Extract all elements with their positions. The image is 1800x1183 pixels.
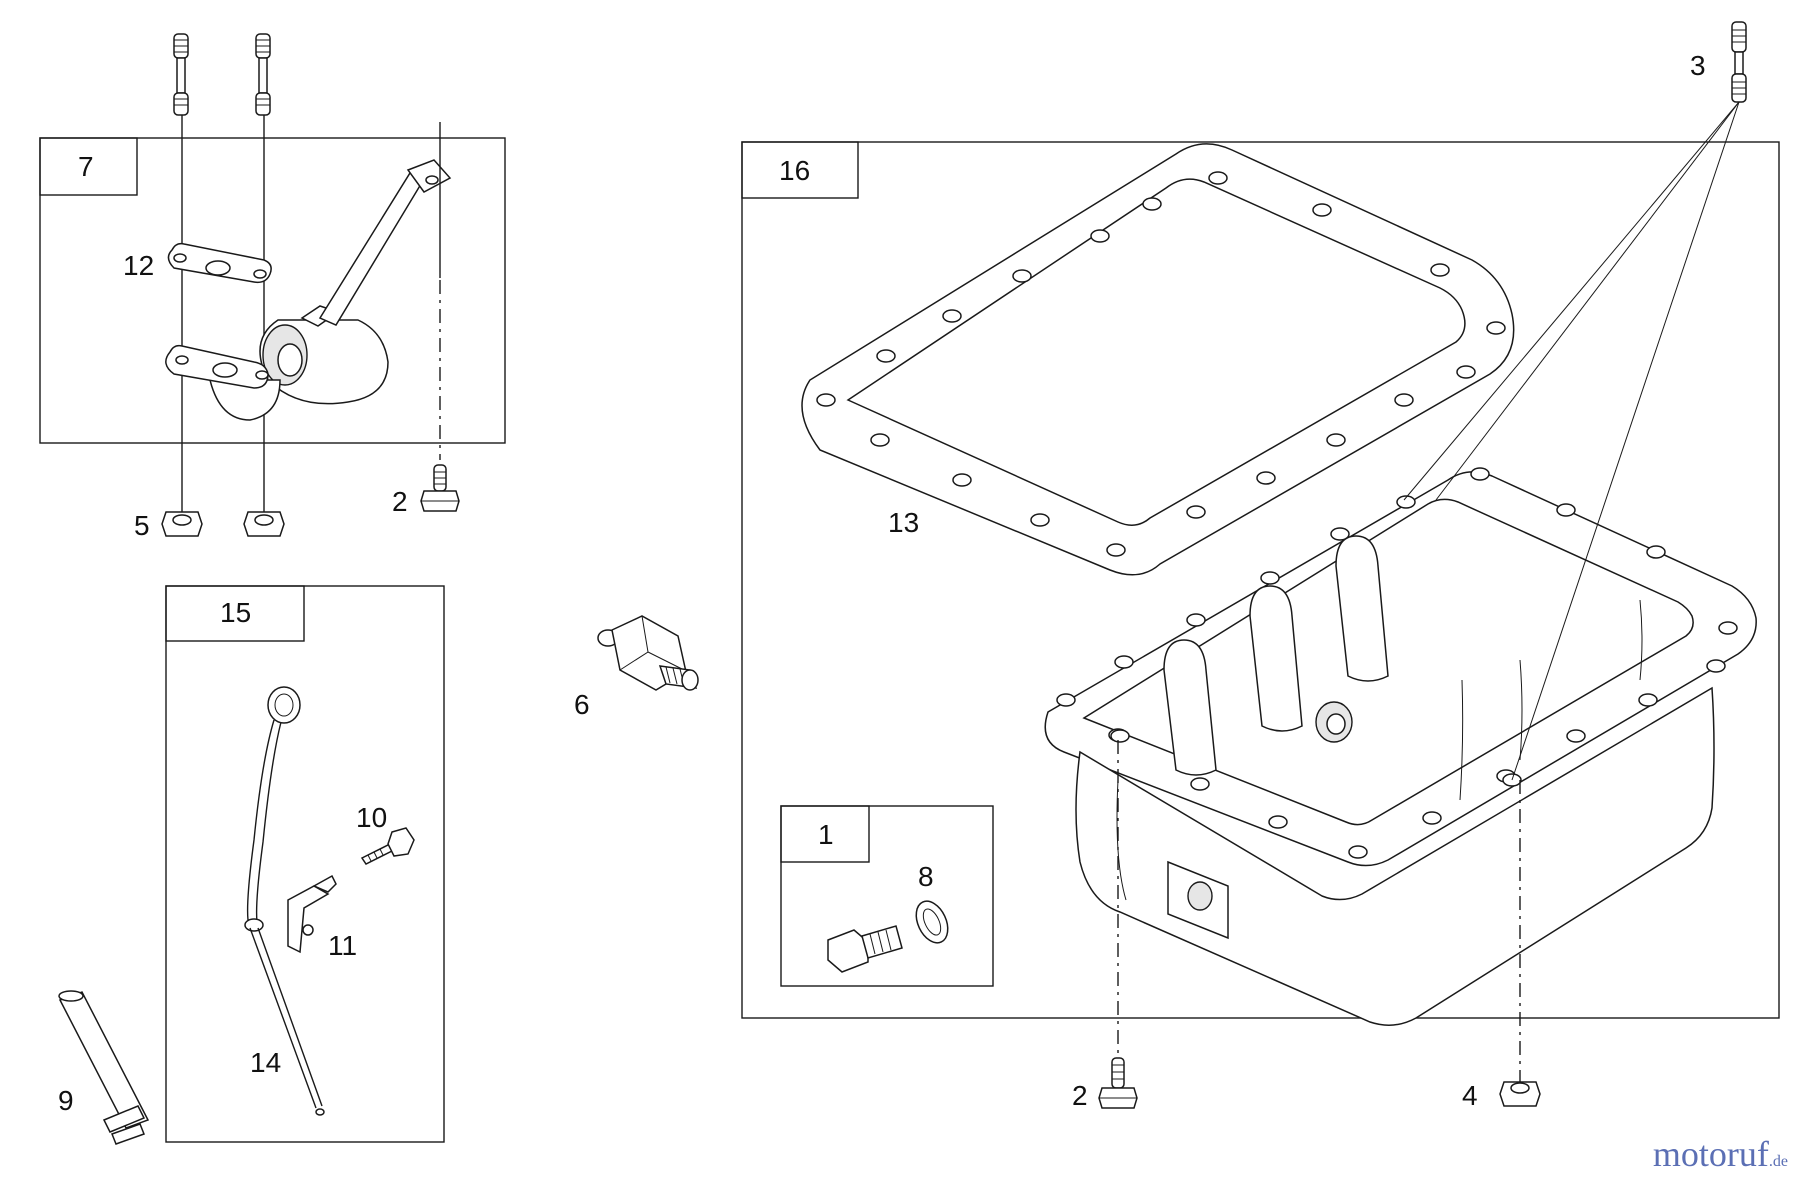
guide-tube-9 — [58, 990, 150, 1145]
watermark-tld: .de — [1768, 1153, 1788, 1170]
callout-6: 6 — [574, 689, 590, 720]
gasket-bolt-holes — [816, 171, 1506, 557]
callout-4: 4 — [1462, 1080, 1478, 1111]
watermark-name: motoruf — [1652, 1134, 1769, 1174]
callout-3: 3 — [1690, 50, 1706, 81]
callout-14: 14 — [250, 1047, 281, 1078]
group-1-drain-plug: 1 8 — [780, 805, 994, 987]
callout-1: 1 — [818, 819, 834, 850]
gasket-12 — [167, 242, 272, 284]
callout-2-lower: 2 — [1072, 1080, 1088, 1111]
callout-5: 5 — [134, 510, 150, 541]
bolt-2-upper — [420, 464, 460, 512]
oil-pressure-switch-6 — [597, 615, 699, 691]
washer-8 — [915, 900, 949, 944]
nut-5-right — [243, 511, 285, 537]
strainer-body — [209, 159, 452, 421]
bolt-2-lower — [1098, 1057, 1138, 1109]
drain-plug-bolt — [827, 925, 903, 973]
bracket-11 — [287, 874, 337, 954]
callout-12: 12 — [123, 250, 154, 281]
stud-3 — [1731, 21, 1747, 103]
group-7-strainer-assembly: 7 12 — [39, 33, 506, 520]
callout-13: 13 — [888, 507, 919, 538]
callout-11: 11 — [328, 930, 357, 961]
callout-16: 16 — [779, 155, 810, 186]
nut-5-left — [161, 511, 203, 537]
pan-bolt-holes — [1056, 467, 1738, 859]
group-16-oil-pan-assembly: 16 — [741, 141, 1780, 1090]
callout-2-upper: 2 — [392, 486, 408, 517]
callout-8: 8 — [918, 861, 934, 892]
strainer-flange — [165, 344, 269, 389]
group-15-dipstick-assembly: 15 14 10 11 — [165, 585, 445, 1143]
callout-15: 15 — [220, 597, 251, 628]
oil-pan-body — [1044, 467, 1757, 1026]
callout-7: 7 — [78, 151, 94, 182]
dipstick-14 — [244, 686, 325, 1116]
watermark-logo: motoruf.de — [1653, 1133, 1788, 1175]
bolt-10 — [360, 827, 415, 865]
callout-9: 9 — [58, 1085, 74, 1116]
oil-pan-gasket-13 — [801, 143, 1515, 576]
stud-left — [173, 33, 189, 116]
stud-right — [255, 33, 271, 116]
nut-4 — [1499, 1081, 1541, 1107]
callout-10: 10 — [356, 802, 387, 833]
